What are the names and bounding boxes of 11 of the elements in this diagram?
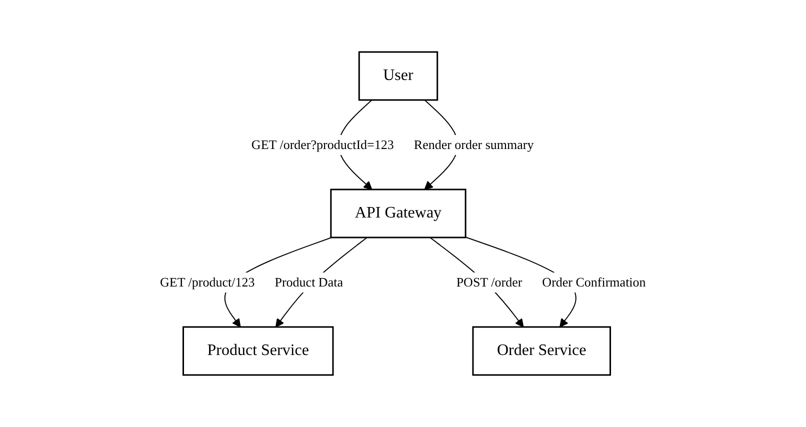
edge-label: Product Data [274,274,344,290]
edge-label: GET /order?productId=123 [252,136,394,152]
node-box: API Gateway [330,188,466,238]
node-box: Product Service [182,326,334,376]
arrow [430,237,524,328]
node-box: Order Service [472,326,612,376]
edge-label: Render order summary [414,136,534,152]
node-box: User [358,51,438,101]
edge-label: GET /product/123 [160,274,255,290]
edge-label: Order Confirmation [542,274,646,290]
edge-label: POST /order [456,274,522,290]
